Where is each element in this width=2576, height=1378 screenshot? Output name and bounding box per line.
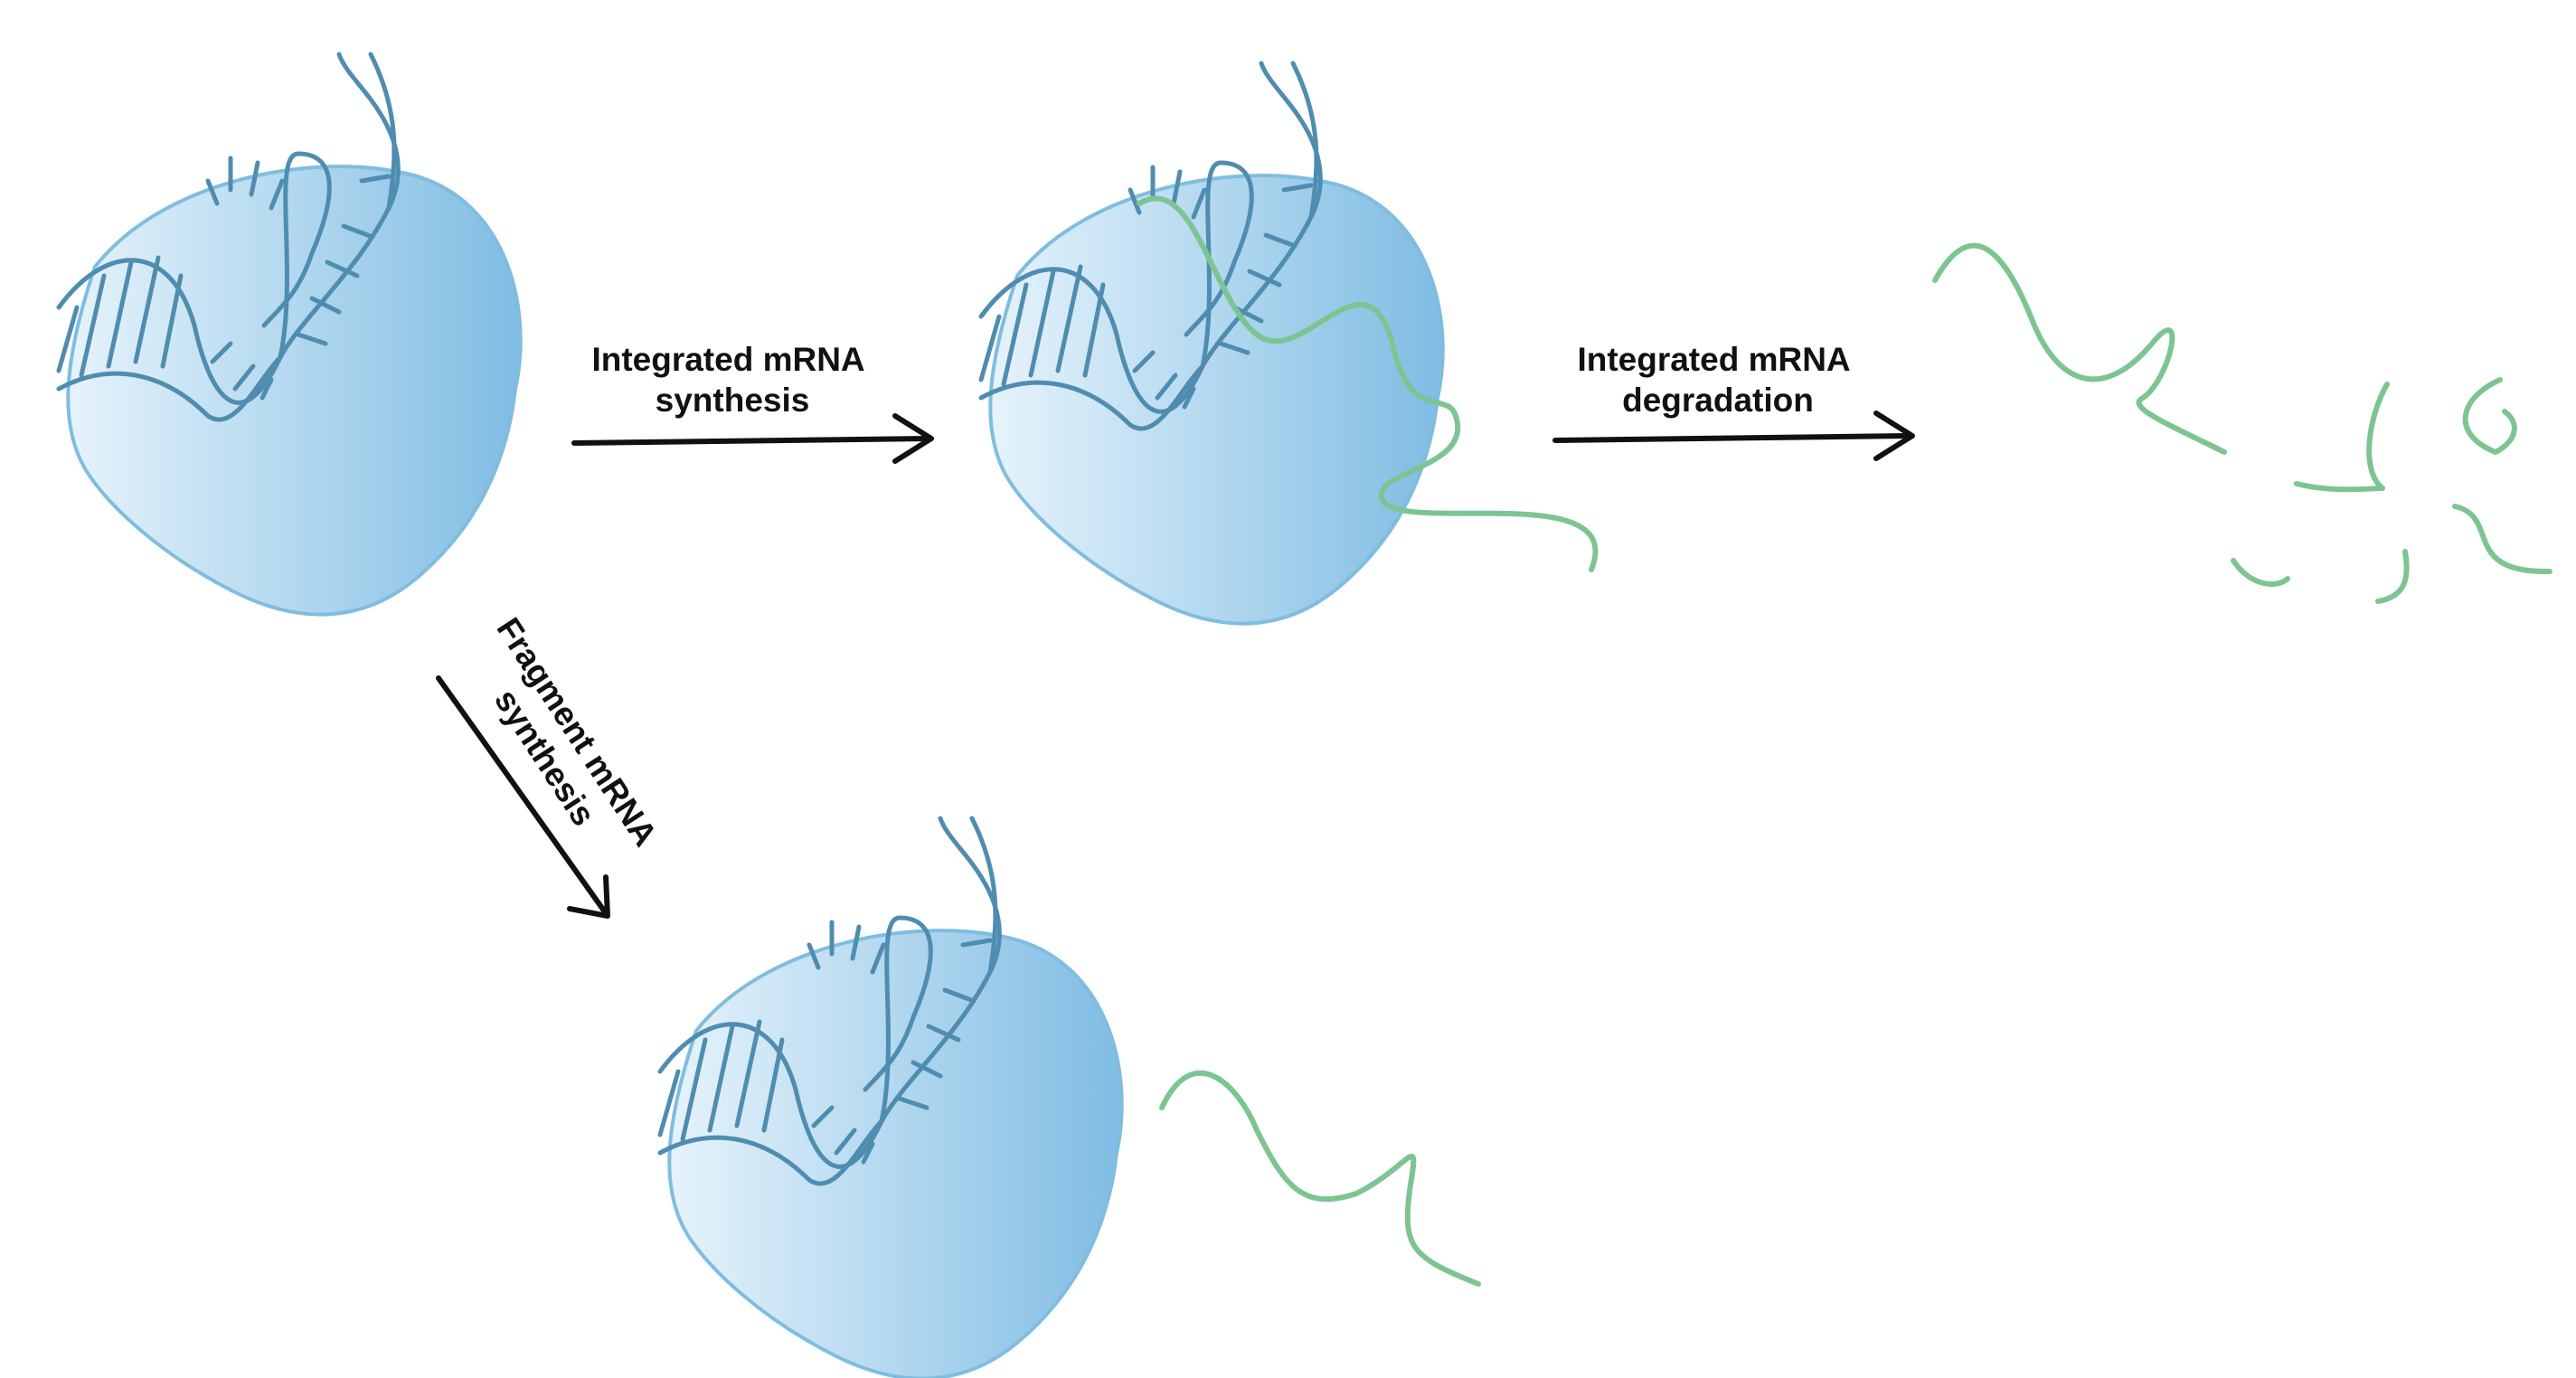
fragment-mrna-strand [1159, 1071, 1481, 1287]
polymerase-complex-fragment [660, 818, 1122, 1378]
nascent-mrna-strand [1137, 195, 1599, 572]
polymerase-complex-initial [59, 54, 521, 615]
degraded-mrna-fragments [1932, 242, 2552, 604]
arrow-fragment-synthesis [436, 675, 610, 919]
arrow-integrated-degradation [1552, 411, 1915, 461]
polymerase-complex-synthesizing [981, 63, 1443, 624]
label-integrated-synthesis: Integrated mRNA synthesis [591, 341, 873, 419]
arrow-integrated-synthesis [571, 413, 934, 464]
label-integrated-degradation: Integrated mRNA degradation [1577, 341, 1858, 419]
